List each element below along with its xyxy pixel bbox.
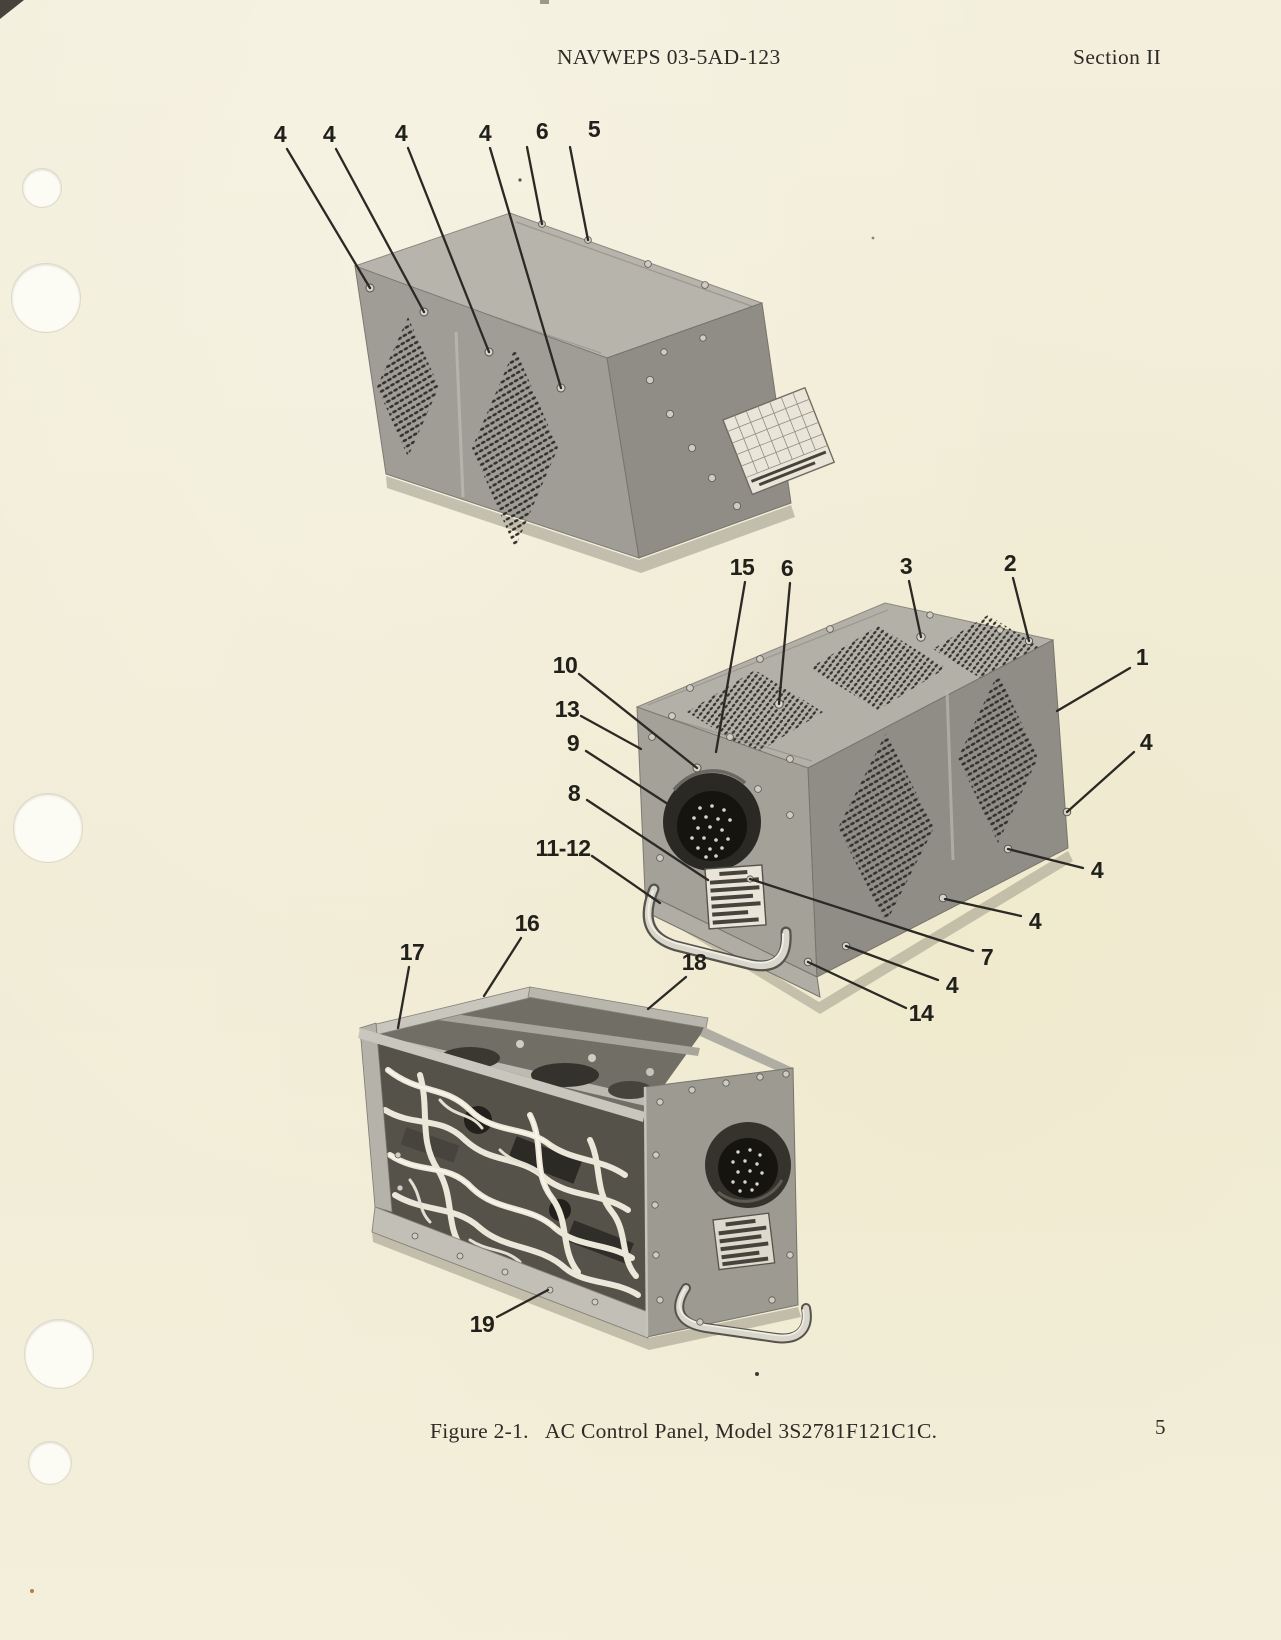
callout-number-14: 14 [909, 1000, 934, 1026]
callout-number-6: 6 [781, 555, 793, 581]
callout-number-4: 4 [395, 120, 408, 146]
leader-line-15 [714, 580, 747, 754]
callout-number-9: 9 [567, 730, 579, 756]
leader-line-4 [844, 944, 940, 982]
section-header: Section II [1073, 45, 1162, 69]
callout-number-13: 13 [555, 696, 580, 722]
leader-line-4 [1065, 750, 1136, 814]
callout-number-4: 4 [1091, 857, 1104, 883]
leader-line-4 [488, 146, 563, 390]
callout-number-19: 19 [470, 1311, 495, 1337]
leader-line-18 [646, 975, 688, 1011]
punch-hole [11, 263, 81, 333]
leader-line-11-12 [590, 854, 662, 905]
electrical-connector [663, 769, 761, 871]
callout-number-7: 7 [981, 944, 993, 970]
leader-line-2 [1011, 576, 1031, 643]
doc-number: NAVWEPS 03-5AD-123 [557, 45, 781, 69]
callout-number-17: 17 [400, 939, 425, 965]
leader-line-16 [482, 936, 523, 998]
photo-2-exterior-connector-view [635, 602, 1073, 1014]
callout-number-10: 10 [553, 652, 578, 678]
photo-3-internal-view [358, 986, 812, 1350]
callout-number-1: 1 [1136, 644, 1149, 670]
leader-line-19 [495, 1288, 550, 1319]
leader-line-4 [334, 147, 426, 314]
punch-hole [22, 168, 62, 208]
callout-number-18: 18 [682, 949, 707, 975]
callout-number-5: 5 [588, 116, 601, 142]
leader-line-17 [396, 965, 411, 1030]
leader-line-10 [577, 672, 699, 770]
callout-number-15: 15 [730, 554, 755, 580]
scan-artifacts [0, 0, 875, 1593]
leader-line-3 [907, 579, 923, 639]
figure-caption: Figure 2-1. AC Control Panel, Model 3S27… [430, 1419, 937, 1444]
callout-number-4: 4 [323, 121, 336, 147]
punch-hole [28, 1441, 72, 1485]
callout-number-4: 4 [274, 121, 287, 147]
figure-label: Figure 2-1. [430, 1419, 529, 1443]
leader-line-8 [585, 798, 710, 882]
leader-line-6 [777, 581, 792, 706]
photo-1-exterior-top-view [353, 212, 836, 573]
punch-hole [24, 1319, 94, 1389]
leader-line-4 [406, 146, 491, 354]
leader-line-4 [1006, 847, 1085, 870]
leader-line-5 [568, 145, 590, 242]
leader-line-6 [525, 145, 544, 226]
callout-number-4: 4 [1029, 908, 1042, 934]
leader-line-4 [285, 147, 372, 290]
punch-hole [13, 793, 83, 863]
electrical-connector [705, 1122, 791, 1208]
callout-number-8: 8 [568, 780, 581, 806]
callout-number-4: 4 [1140, 729, 1153, 755]
carrying-handle [642, 883, 792, 972]
leader-line-14 [806, 960, 908, 1010]
callout-number-3: 3 [900, 553, 912, 579]
callout-number-6: 6 [536, 118, 548, 144]
leader-line-9 [584, 749, 679, 812]
leader-line-1 [1055, 666, 1132, 713]
leader-line-7 [748, 877, 975, 953]
callout-number-2: 2 [1004, 550, 1016, 576]
leader-line-13 [579, 714, 643, 751]
leader-line-4 [943, 897, 1023, 918]
figure-title: AC Control Panel, Model 3S2781F121C1C. [544, 1419, 938, 1443]
carrying-handle [674, 1283, 812, 1344]
callout-number-11-12: 11-12 [535, 835, 590, 861]
callout-number-4: 4 [946, 972, 959, 998]
callout-number-4: 4 [479, 120, 492, 146]
callout-number-16: 16 [515, 910, 540, 936]
page-number: 5 [1155, 1415, 1166, 1439]
